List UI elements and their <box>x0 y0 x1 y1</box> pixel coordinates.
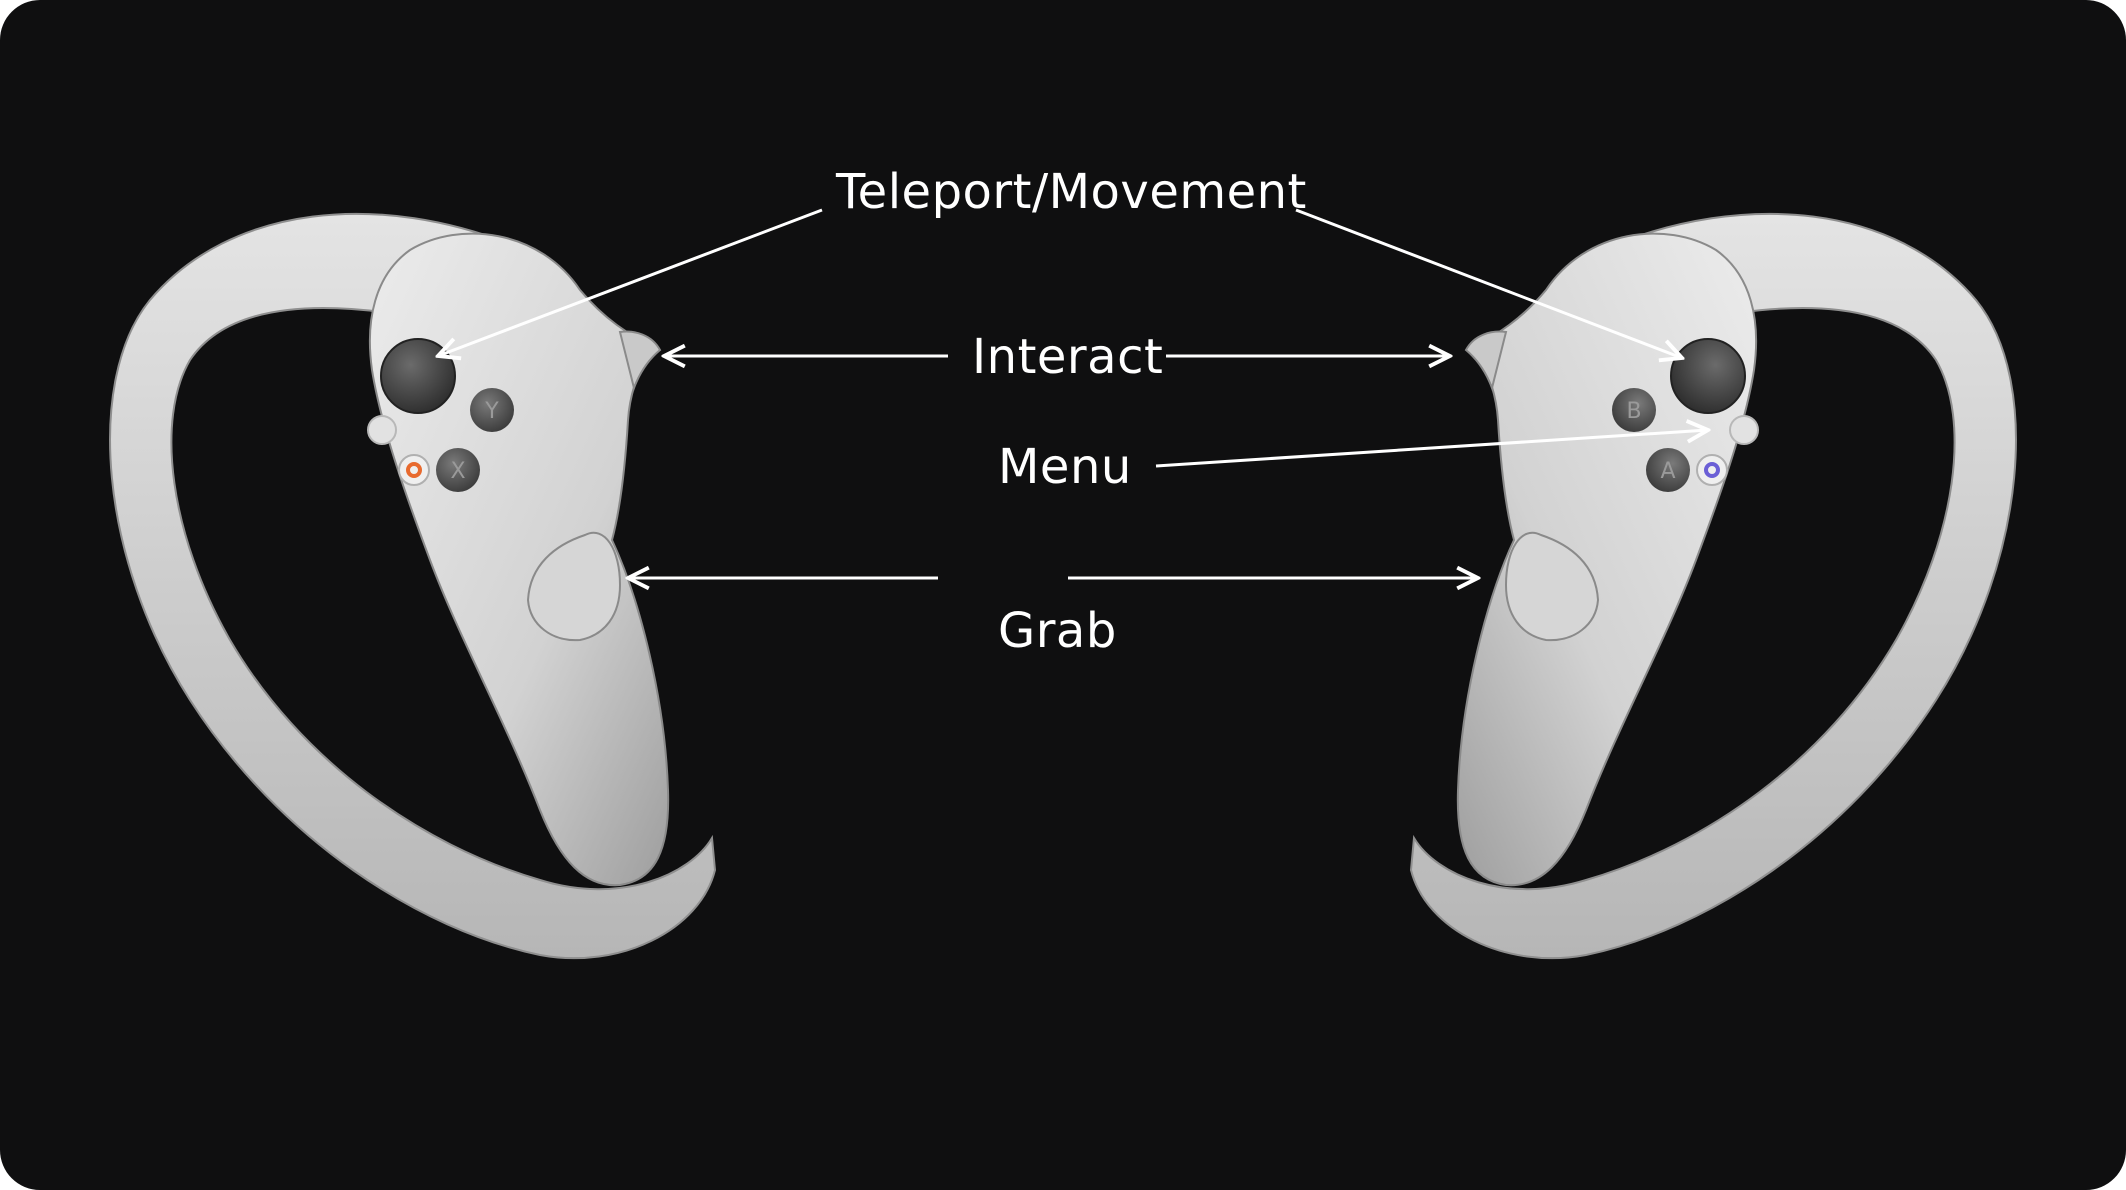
grab-label: Grab <box>998 603 1117 659</box>
right-thumbstick <box>1670 338 1746 414</box>
left-controller-ring <box>109 212 717 960</box>
left-oculus-button <box>398 454 430 486</box>
right-oculus-icon <box>1704 462 1720 478</box>
menu-label: Menu <box>998 439 1132 495</box>
interact-label: Interact <box>972 329 1164 385</box>
left-trigger <box>618 330 662 392</box>
teleport-arrow-right <box>1295 208 1682 358</box>
teleport-movement-label: Teleport/Movement <box>836 164 1307 220</box>
right-controller: B A <box>1409 212 2017 960</box>
right-trigger <box>1464 330 1508 392</box>
annotation-arrows <box>438 208 1708 578</box>
left-y-label: Y <box>484 399 499 424</box>
left-oculus-icon <box>406 462 422 478</box>
right-a-label: A <box>1660 459 1675 484</box>
right-oculus-button <box>1696 454 1728 486</box>
left-thumbstick <box>380 338 456 414</box>
left-controller: Y X <box>109 212 717 960</box>
right-a-button <box>1646 448 1690 492</box>
left-x-button <box>436 448 480 492</box>
right-b-button <box>1612 388 1656 432</box>
menu-arrow <box>1155 430 1708 468</box>
right-menu-button <box>1729 415 1759 445</box>
teleport-arrow-left <box>438 208 823 356</box>
left-x-label: X <box>450 459 465 484</box>
left-grip-button <box>526 532 622 642</box>
right-b-label: B <box>1626 399 1641 424</box>
left-y-button <box>470 388 514 432</box>
right-controller-ring <box>1409 212 2017 960</box>
right-grip-button <box>1504 532 1600 642</box>
left-menu-button <box>367 415 397 445</box>
